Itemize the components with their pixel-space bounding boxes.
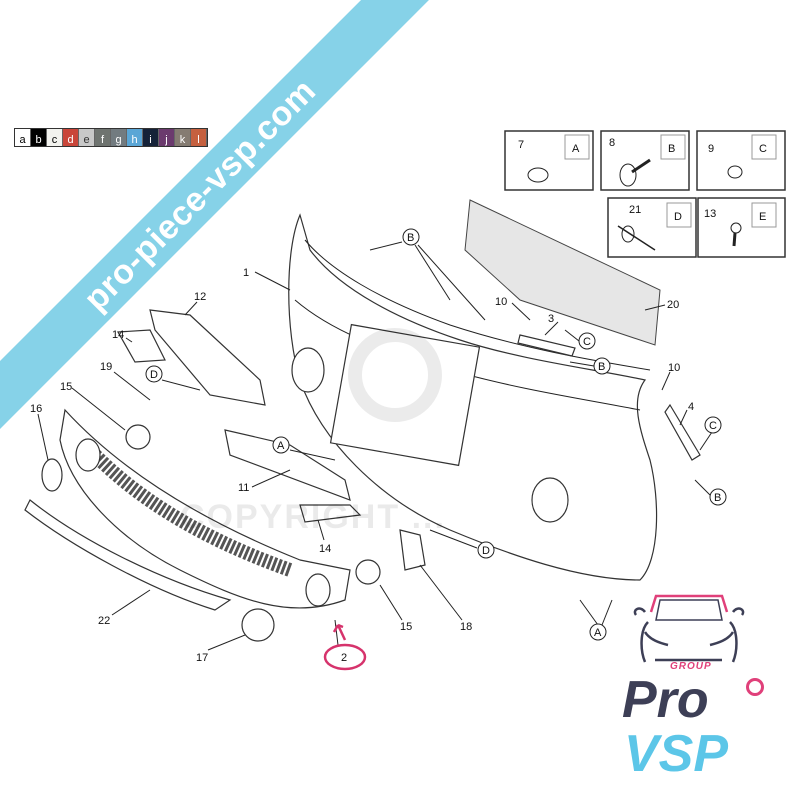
swatch-i: i — [143, 129, 159, 146]
logo-group-text: GROUP — [670, 661, 712, 672]
front-bumper-part-1 — [288, 213, 658, 581]
foglamp-part-15-left — [125, 424, 151, 450]
svg-text:A: A — [277, 440, 285, 452]
ring-part-17 — [241, 608, 275, 642]
callout-18: 18 — [460, 621, 472, 633]
leader-lines — [37, 241, 713, 651]
svg-text:9: 9 — [708, 143, 714, 155]
swatch-g: g — [111, 129, 127, 146]
legend-box-A: A7 — [504, 130, 594, 191]
ref-B: B — [709, 488, 727, 506]
legend-box-E: E 13 — [697, 197, 786, 258]
svg-text:A: A — [572, 143, 580, 155]
swatch-e: e — [79, 129, 95, 146]
callout-labels: 1 10 3 20 10 4 12 14 19 15 16 11 14 15 1… — [30, 267, 694, 664]
callout-4: 4 — [688, 401, 694, 413]
callout-19: 19 — [100, 361, 112, 373]
svg-text:13: 13 — [704, 208, 716, 220]
logo-nut-icon — [746, 678, 764, 696]
callout-22: 22 — [98, 615, 110, 627]
swatch-k: k — [175, 129, 191, 146]
callout-11: 11 — [238, 482, 249, 494]
trim-strip-part-22 — [24, 499, 232, 611]
absorber-part-20 — [464, 199, 661, 346]
svg-text:21: 21 — [629, 204, 641, 216]
svg-text:8: 8 — [609, 137, 615, 149]
reflector-part-14-left — [117, 329, 166, 363]
callout-16: 16 — [30, 403, 42, 415]
ref-D: D — [145, 365, 163, 383]
swatch-a: a — [15, 129, 31, 146]
ref-A: A — [589, 623, 607, 641]
callout-15: 15 — [60, 381, 72, 393]
callout-20: 20 — [667, 299, 679, 311]
logo-vsp-text: VSP — [624, 725, 729, 783]
bracket-part-4 — [664, 403, 701, 461]
swatch-d: d — [63, 129, 79, 146]
fastener-legend: A7 B8 C9 D21 E13 — [504, 130, 786, 258]
swatch-j: j — [159, 129, 175, 146]
svg-text:B: B — [407, 232, 414, 244]
svg-text:B: B — [714, 492, 721, 504]
fastener-refs: B C B C B D A D A — [145, 228, 727, 641]
svg-text:C: C — [759, 143, 767, 155]
legend-box-D: D 21 — [607, 197, 697, 258]
callout-14b: 14 — [319, 543, 331, 555]
callout-10b: 10 — [668, 362, 680, 374]
svg-text:D: D — [674, 211, 682, 223]
svg-text:C: C — [709, 420, 717, 432]
svg-text:A: A — [594, 627, 602, 639]
swatch-b: b — [31, 129, 47, 146]
legend-box-B: B8 — [600, 130, 690, 191]
svg-text:2: 2 — [341, 652, 347, 664]
ref-C: C — [704, 416, 722, 434]
provsp-logo-car-icon — [633, 594, 745, 663]
svg-text:D: D — [482, 545, 490, 557]
ref-D: D — [477, 541, 495, 559]
svg-text:E: E — [759, 211, 766, 223]
copyright-watermark: COPYRIGHT ... — [180, 498, 446, 536]
callout-15b: 15 — [400, 621, 412, 633]
swatch-f: f — [95, 129, 111, 146]
bracket-part-3 — [517, 334, 576, 357]
svg-text:B: B — [668, 143, 675, 155]
bracket-part-18 — [399, 529, 426, 571]
svg-text:D: D — [150, 369, 158, 381]
callout-1: 1 — [243, 267, 249, 279]
ref-C: C — [578, 332, 596, 350]
ref-B: B — [402, 228, 420, 246]
callout-2-highlight: 2 — [323, 623, 367, 671]
swatch-c: c — [47, 129, 63, 146]
callout-3: 3 — [548, 313, 554, 325]
svg-text:7: 7 — [518, 139, 524, 151]
lower-grille-part-2 — [59, 408, 351, 609]
ref-A: A — [272, 436, 290, 454]
callout-10: 10 — [495, 296, 507, 308]
callout-14: 14 — [112, 329, 124, 341]
svg-text:B: B — [598, 361, 605, 373]
reflector-part-14-right — [299, 504, 362, 523]
color-swatch-strip: a b c d e f g h i j k l — [14, 128, 208, 147]
swatch-h: h — [127, 129, 143, 146]
callout-12: 12 — [194, 291, 206, 303]
swatch-l: l — [191, 129, 207, 146]
legend-box-C: C9 — [696, 130, 786, 191]
ref-B: B — [593, 357, 611, 375]
foglamp-part-15-right — [355, 559, 381, 585]
svg-text:C: C — [583, 336, 591, 348]
ring-part-16 — [41, 458, 63, 492]
logo-pro-text: Pro — [622, 671, 709, 729]
callout-17: 17 — [196, 652, 208, 664]
bracket-part-12 — [149, 309, 266, 406]
